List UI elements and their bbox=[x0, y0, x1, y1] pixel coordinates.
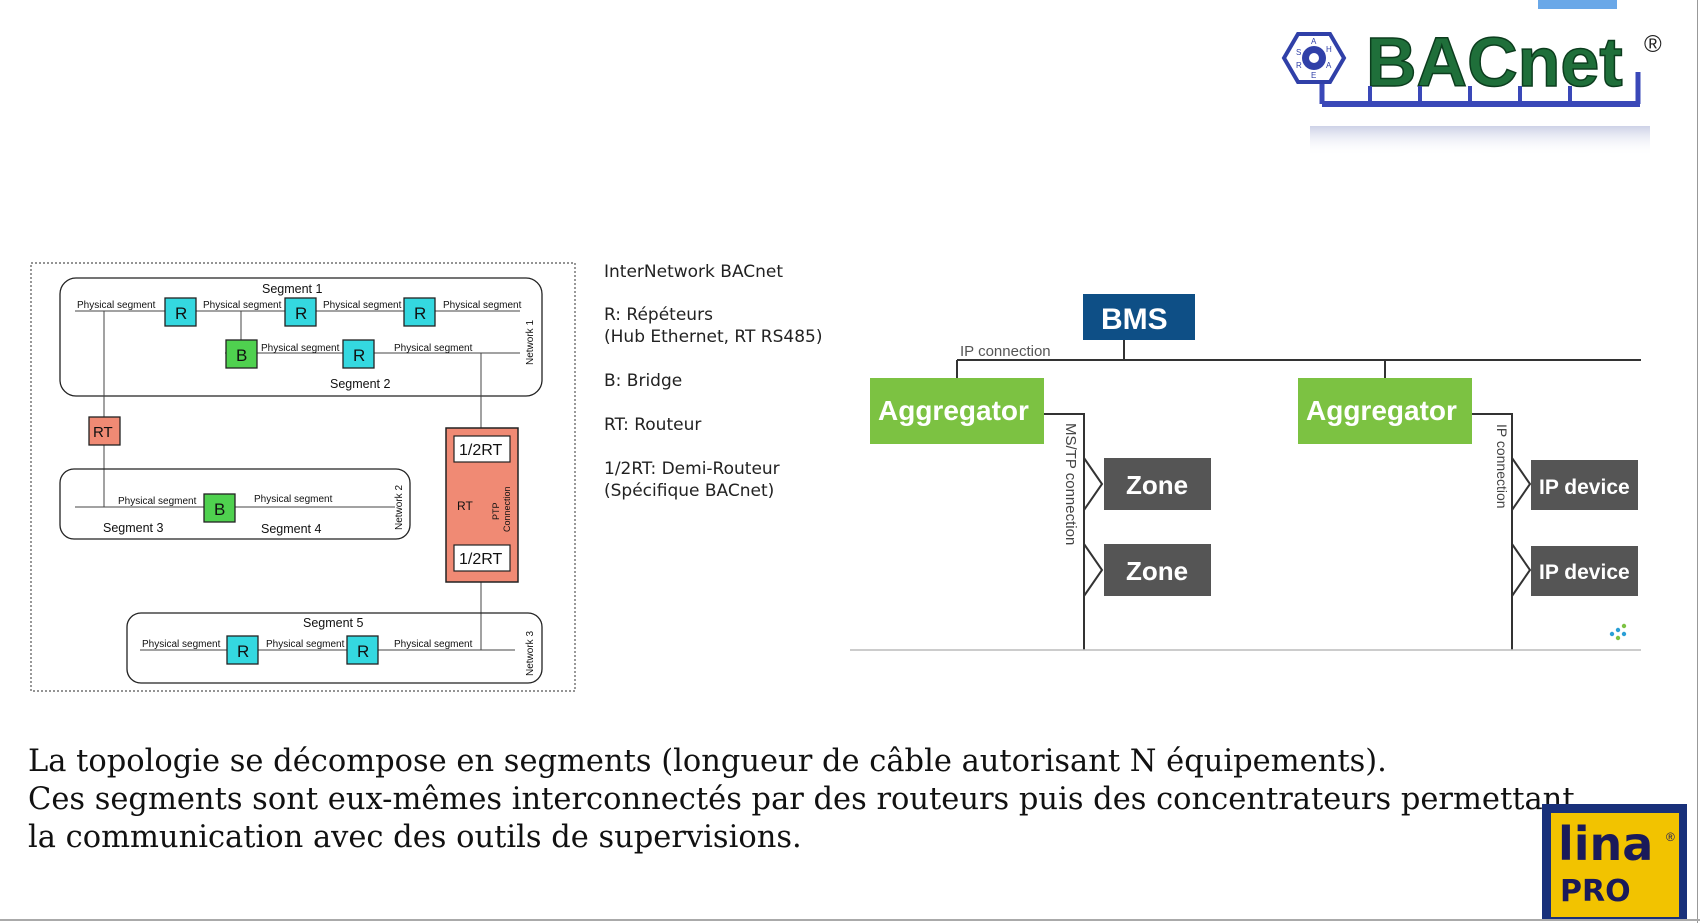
physical-segment-label: Physical segment bbox=[118, 496, 197, 507]
repeater-node: R bbox=[403, 297, 436, 327]
router-node: RT bbox=[88, 416, 121, 446]
legend-repeater: R: Répéteurs bbox=[604, 305, 713, 325]
dots-logo-icon bbox=[1609, 623, 1627, 641]
seal-letter: A bbox=[1326, 61, 1332, 70]
network-2-label: Network 2 bbox=[394, 485, 405, 530]
lina-registered: ® bbox=[1666, 830, 1675, 844]
seal-letter: E bbox=[1311, 71, 1316, 80]
physical-segment-label: Physical segment bbox=[266, 639, 345, 650]
network-3-block bbox=[126, 612, 543, 684]
description-line: Ces segments sont eux-mêmes interconnect… bbox=[28, 782, 1575, 817]
svg-text:1/2RT: 1/2RT bbox=[459, 442, 503, 459]
bacnet-logo: A S H R A E BACnet ® bbox=[1281, 22, 1662, 156]
aggregator-node: Aggregator bbox=[1298, 378, 1472, 444]
legend-bridge: B: Bridge bbox=[604, 371, 683, 391]
svg-text:R: R bbox=[237, 642, 249, 661]
svg-text:R: R bbox=[175, 304, 187, 323]
svg-text:R: R bbox=[414, 304, 426, 323]
bacnet-wordmark: BACnet bbox=[1366, 23, 1623, 101]
bridge-node: B bbox=[225, 339, 258, 369]
svg-text:Zone: Zone bbox=[1126, 556, 1188, 586]
svg-text:Aggregator: Aggregator bbox=[878, 395, 1029, 426]
physical-segment-label: Physical segment bbox=[77, 300, 156, 311]
physical-segment-label: Physical segment bbox=[443, 300, 522, 311]
segment-1-label: Segment 1 bbox=[262, 282, 323, 296]
seal-letter: H bbox=[1326, 45, 1332, 54]
legend-repeater-detail: (Hub Ethernet, RT RS485) bbox=[604, 327, 823, 347]
ip-connection-label: IP connection bbox=[960, 343, 1051, 360]
segment-3-label: Segment 3 bbox=[103, 521, 164, 535]
svg-text:R: R bbox=[353, 346, 365, 365]
repeater-node: R bbox=[342, 339, 375, 369]
physical-segment-label: Physical segment bbox=[142, 639, 221, 650]
aggregator-node: Aggregator bbox=[870, 378, 1044, 444]
bms-network-diagram: BMS IP connection Aggregator MS/TP conne… bbox=[850, 294, 1641, 651]
seal-letter: S bbox=[1296, 48, 1301, 57]
lina-wordmark: lina bbox=[1558, 817, 1654, 871]
internetwork-diagram: Segment 1 Physical segment Physical segm… bbox=[30, 262, 576, 692]
half-router-pair: 1/2RT 1/2RT RT PTP Connection bbox=[445, 427, 519, 583]
zone-node: Zone bbox=[1104, 544, 1211, 596]
physical-segment-label: Physical segment bbox=[203, 300, 282, 311]
svg-text:RT: RT bbox=[457, 499, 473, 513]
physical-segment-label: Physical segment bbox=[254, 494, 333, 505]
svg-text:B: B bbox=[236, 346, 247, 365]
bms-node: BMS bbox=[1083, 294, 1195, 340]
mstp-connection-label: MS/TP connection bbox=[1062, 423, 1079, 545]
physical-segment-label: Physical segment bbox=[394, 343, 473, 354]
repeater-node: R bbox=[164, 297, 197, 327]
seal-letter: R bbox=[1296, 61, 1302, 70]
svg-text:PTP: PTP bbox=[491, 502, 501, 520]
ip-connection-vertical-label: IP connection bbox=[1494, 424, 1510, 509]
bridge-node: B bbox=[203, 493, 236, 523]
svg-text:BMS: BMS bbox=[1101, 303, 1168, 336]
svg-text:B: B bbox=[214, 500, 225, 519]
repeater-node: R bbox=[226, 635, 259, 665]
repeater-node: R bbox=[346, 635, 379, 665]
physical-segment-label: Physical segment bbox=[323, 300, 402, 311]
svg-text:Connection: Connection bbox=[502, 486, 512, 532]
ip-device-node: IP device bbox=[1531, 460, 1638, 510]
seal-letter: A bbox=[1311, 37, 1317, 46]
network-1-label: Network 1 bbox=[525, 320, 536, 365]
svg-text:R: R bbox=[357, 642, 369, 661]
right-edge-line bbox=[1697, 0, 1698, 923]
physical-segment-label: Physical segment bbox=[261, 343, 340, 354]
segment-4-label: Segment 4 bbox=[261, 522, 322, 536]
physical-segment-label: Physical segment bbox=[394, 639, 473, 650]
legend-half-router-detail: (Spécifique BACnet) bbox=[604, 481, 775, 501]
svg-text:R: R bbox=[295, 304, 307, 323]
svg-text:Zone: Zone bbox=[1126, 470, 1188, 500]
svg-text:RT: RT bbox=[93, 424, 113, 441]
ip-device-node: IP device bbox=[1531, 546, 1638, 596]
top-accent-bar bbox=[1538, 0, 1617, 9]
segment-5-label: Segment 5 bbox=[303, 616, 364, 630]
svg-text:IP device: IP device bbox=[1539, 476, 1630, 499]
bacnet-registered: ® bbox=[1644, 31, 1662, 58]
legend-router: RT: Routeur bbox=[604, 415, 702, 435]
lina-pro-logo: lina ® PRO bbox=[1542, 804, 1687, 921]
network-2-block bbox=[59, 468, 411, 540]
svg-text:Aggregator: Aggregator bbox=[1306, 395, 1457, 426]
legend-half-router: 1/2RT: Demi-Routeur bbox=[604, 459, 780, 479]
repeater-node: R bbox=[284, 297, 317, 327]
zone-node: Zone bbox=[1104, 458, 1211, 510]
legend-title: InterNetwork BACnet bbox=[604, 262, 784, 282]
description-line: la communication avec des outils de supe… bbox=[28, 820, 802, 855]
network-1-block bbox=[59, 277, 543, 397]
network-3-label: Network 3 bbox=[525, 631, 536, 676]
description-text: La topologie se décompose en segments (l… bbox=[28, 743, 1575, 857]
svg-text:1/2RT: 1/2RT bbox=[459, 551, 503, 568]
segment-2-label: Segment 2 bbox=[330, 377, 391, 391]
svg-text:IP device: IP device bbox=[1539, 561, 1630, 584]
pro-wordmark: PRO bbox=[1560, 874, 1631, 909]
description-line: La topologie se décompose en segments (l… bbox=[28, 744, 1387, 779]
bottom-edge-line bbox=[0, 919, 1700, 921]
